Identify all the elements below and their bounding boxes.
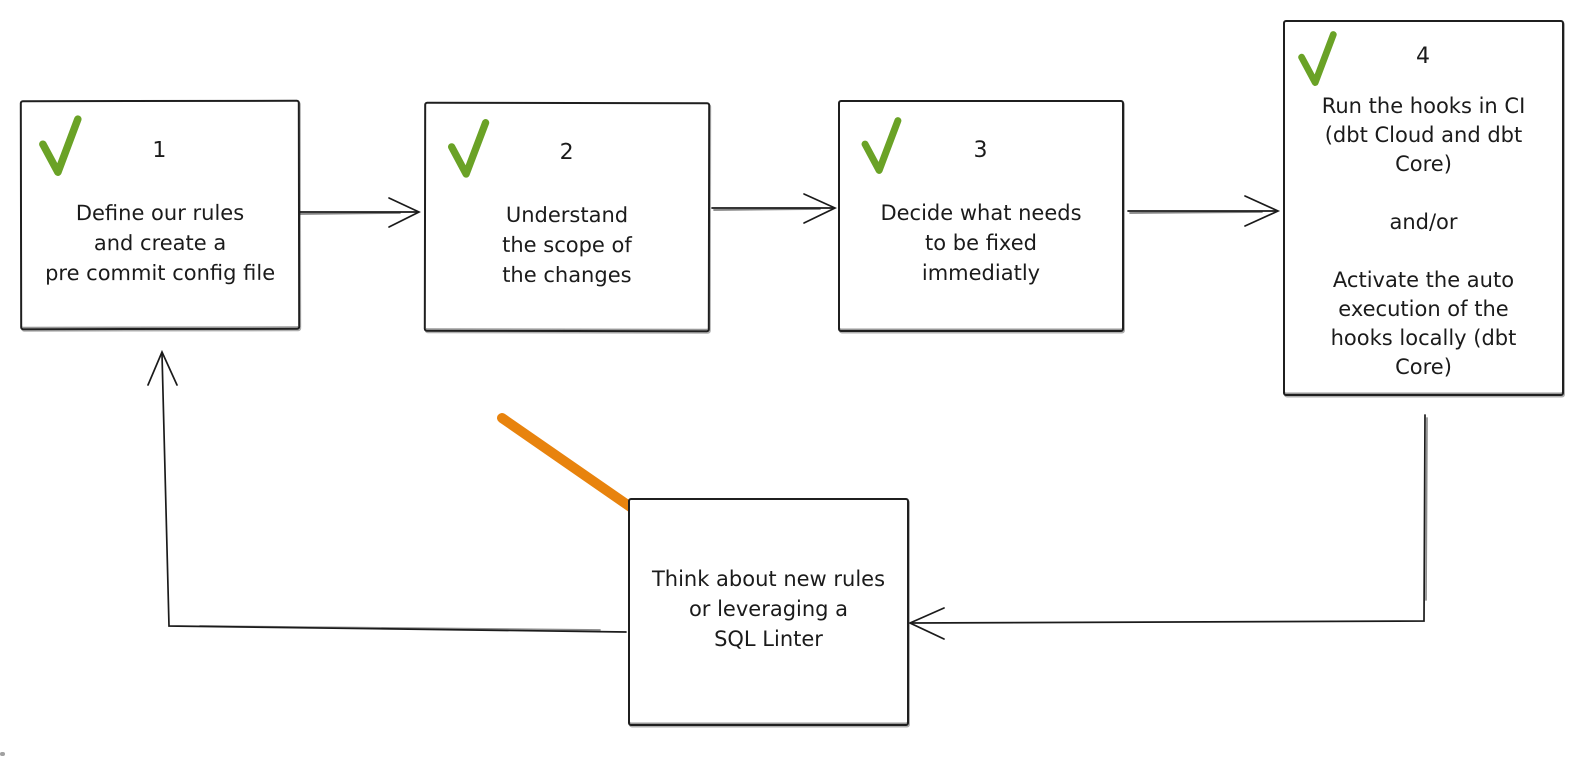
loop-line: SQL Linter bbox=[714, 627, 823, 651]
loop-line: Think about new rules bbox=[651, 567, 886, 591]
green-checkmark-icon bbox=[448, 119, 490, 178]
arrow-step3-to-step4[interactable] bbox=[1127, 195, 1281, 227]
step-line: pre commit config file bbox=[45, 260, 276, 286]
step-line-spacer bbox=[1285, 237, 1562, 266]
arrow-step2-to-step3[interactable] bbox=[711, 193, 838, 224]
bottom-left-artifact bbox=[0, 752, 5, 756]
step-number: 4 bbox=[1416, 44, 1431, 69]
step-text: Define our rules and create a pre commit… bbox=[22, 198, 298, 288]
step-text: Run the hooks in CI (dbt Cloud and dbt C… bbox=[1285, 92, 1562, 382]
step-box-3[interactable]: 3 Decide what needs to be fixed immediat… bbox=[838, 100, 1124, 332]
step-line: the changes bbox=[502, 262, 632, 288]
step-box-2[interactable]: 2 Understand the scope of the changes bbox=[423, 101, 711, 333]
step-line-spacer bbox=[1285, 179, 1562, 208]
step-line: and/or bbox=[1389, 210, 1458, 234]
loop-box[interactable]: Think about new rules or leveraging a SQ… bbox=[628, 498, 909, 726]
step-line: hooks locally (dbt bbox=[1330, 326, 1517, 350]
step-box-4[interactable]: 4 Run the hooks in CI (dbt Cloud and dbt… bbox=[1283, 20, 1564, 396]
green-checkmark-icon bbox=[39, 115, 82, 176]
step-line: execution of the bbox=[1338, 297, 1509, 321]
step-box-1[interactable]: 1 Define our rules and create a pre comm… bbox=[19, 99, 301, 331]
green-checkmark-icon bbox=[861, 117, 902, 174]
arrow-loop-box-to-step1[interactable] bbox=[147, 349, 627, 633]
green-checkmark-icon bbox=[1298, 31, 1337, 86]
step-line: and create a bbox=[93, 230, 227, 256]
step-line: to be fixed bbox=[925, 231, 1037, 255]
step-line: Define our rules bbox=[75, 200, 245, 226]
step-line: Understand bbox=[505, 202, 629, 228]
step-text: Understand the scope of the changes bbox=[426, 200, 708, 290]
step-line: Core) bbox=[1395, 355, 1452, 379]
step-line: Decide what needs bbox=[880, 201, 1082, 225]
step-line: Activate the auto bbox=[1332, 268, 1515, 292]
step-line: the scope of bbox=[502, 232, 632, 258]
step-text: Decide what needs to be fixed immediatly bbox=[840, 198, 1122, 288]
arrow-step1-to-step2[interactable] bbox=[296, 197, 421, 228]
loop-line: or leveraging a bbox=[688, 597, 849, 621]
step-line: (dbt Cloud and dbt bbox=[1324, 123, 1523, 147]
loop-box-text: Think about new rules or leveraging a SQ… bbox=[630, 564, 907, 654]
step-line: Run the hooks in CI bbox=[1321, 94, 1526, 118]
step-line: immediatly bbox=[921, 261, 1041, 285]
arrow-step4-to-loop-box[interactable] bbox=[907, 414, 1428, 640]
step-number: 1 bbox=[152, 137, 168, 164]
step-line: Core) bbox=[1395, 152, 1452, 176]
step-number: 2 bbox=[559, 139, 575, 166]
step-number: 3 bbox=[973, 138, 989, 163]
